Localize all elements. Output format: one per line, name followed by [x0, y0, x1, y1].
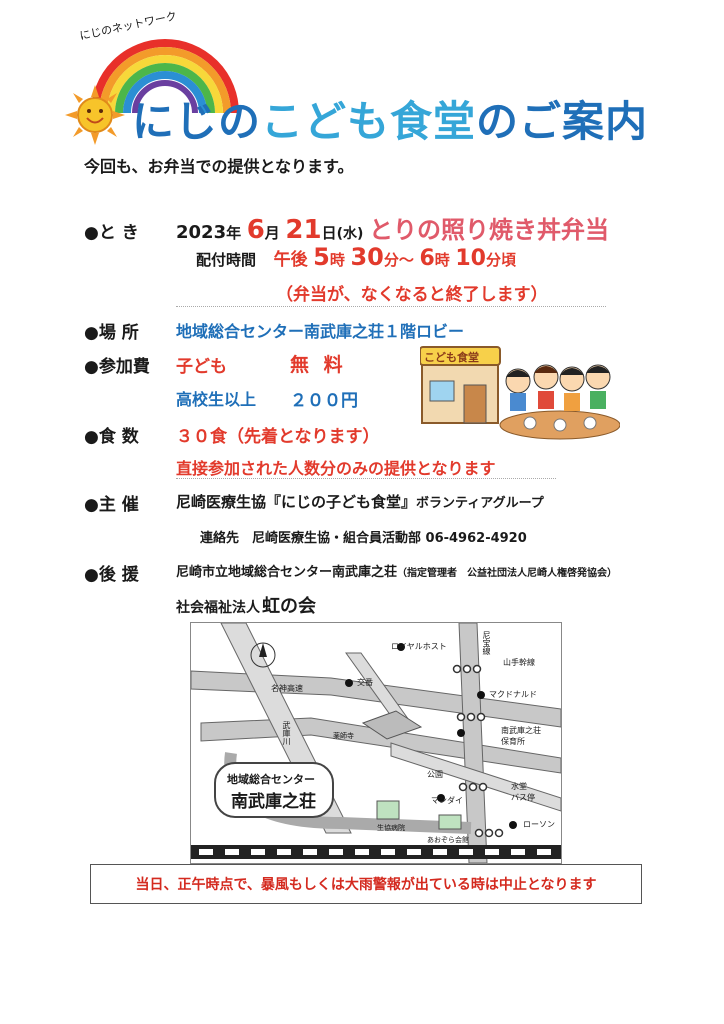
fee-child-value: 無 料: [290, 354, 347, 376]
cancellation-notice: 当日、正午時点で、暴風もしくは大雨警報が出ている時は中止となります: [90, 864, 642, 904]
place-value: 地域総合センター南武庫之荘１階ロビー: [176, 322, 465, 341]
map-label-mandai: マンダイ: [431, 796, 463, 805]
support-value: 尼崎市立地域総合センター南武庫之荘（指定管理者 公益社団法人尼崎人権啓発協会）: [176, 565, 618, 580]
host-value: 尼崎医療生協『にじの子ども食堂』ボランティアグループ: [176, 493, 544, 511]
intro-text: 今回も、お弁当での提供となります。: [84, 157, 354, 176]
fee-highschool: 高校生以上: [176, 390, 257, 409]
access-map: 地域総合センター 南武庫之荘 ロイヤルホスト 尼宝線 山手幹線 交番 名神高速 …: [190, 622, 562, 864]
support-label: ●後 援: [84, 565, 139, 585]
fee-child: 子ども: [176, 357, 227, 377]
map-label-school: 南武庫之荘 保育所: [501, 726, 541, 746]
map-label-amagasaki-line: 尼宝線: [482, 631, 491, 655]
menu-name: とりの照り焼き丼弁当: [368, 216, 609, 244]
support-value-2: 社会福祉法人虹の会: [176, 596, 316, 617]
map-label-royal: ロイヤルホスト: [391, 642, 447, 651]
distribution-note: （弁当が、なくなると終了します）: [276, 285, 548, 305]
place-label: ●場 所: [84, 323, 139, 343]
host-label: ●主 催: [84, 495, 139, 515]
when-label: ●と き: [84, 223, 139, 243]
map-label-river: 武庫川: [282, 721, 291, 745]
map-label-bus: 水堂 バス停: [511, 782, 535, 802]
fee-label: ●参加費: [84, 357, 150, 377]
map-label-koban: 交番: [357, 678, 373, 687]
meals-note: 直接参加された人数分のみの提供となります: [176, 459, 496, 478]
divider: [176, 306, 606, 307]
meals-label: ●食 数: [84, 427, 139, 447]
logo: [60, 30, 239, 145]
map-label-park: 公園: [427, 770, 443, 779]
map-label-temple: 薬師寺: [333, 732, 354, 740]
map-label-yamate: 山手幹線: [503, 658, 535, 667]
map-label-hospital: 生協病院: [377, 824, 405, 832]
cafeteria-illustration-icon: [419, 346, 621, 440]
host-contact: 連絡先 尼崎医療生協・組合員活動部 06-4962-4920: [200, 531, 527, 546]
fee-highschool-value: ２００円: [290, 391, 358, 411]
kodomo-shokudo-illustration: こども食堂: [419, 345, 621, 445]
map-label-lawson: ローソン: [523, 820, 555, 829]
page-title: にじのこども食堂のご案内: [132, 97, 649, 146]
map-center-name: 南武庫之荘: [231, 792, 316, 812]
sun-icon: [65, 85, 125, 145]
rainbow-icon: [91, 39, 239, 114]
map-label-mcd: マクドナルド: [489, 690, 537, 699]
when-date: 2023年 6月 21日(水) とりの照り焼き丼弁当: [176, 215, 609, 245]
map-center-title: 地域総合センター: [227, 773, 315, 786]
meals-value: ３０食（先着となります）: [176, 427, 380, 447]
divider: [176, 478, 556, 479]
map-label-meishin: 名神高速: [271, 684, 303, 693]
distribution-time: 配付時間 午後 5時 30分〜 6時 10分頃: [196, 243, 517, 271]
illustration-sign: こども食堂: [424, 351, 479, 364]
map-graphic: [191, 623, 561, 863]
map-label-aozora: あおぞら会館: [427, 836, 469, 844]
